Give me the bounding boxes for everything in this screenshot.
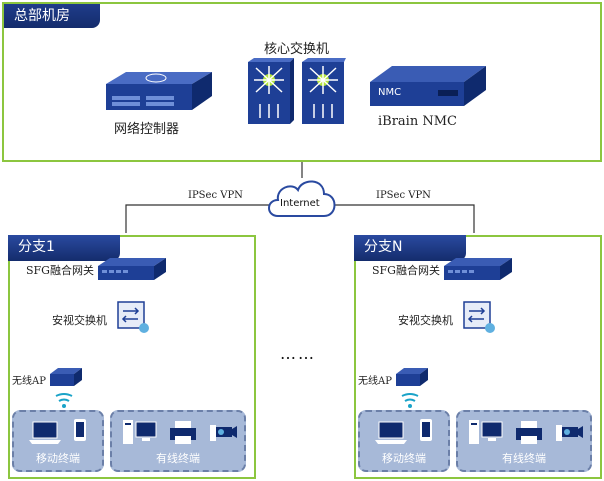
branchN-gateway-icon [444,258,512,280]
branchN-gateway-label: SFG融合网关 [372,264,440,277]
printer-icon [170,421,196,444]
branchN-mobile-box: 移动终端 [358,410,450,472]
branch1-mobile-label: 移动终端 [36,452,80,465]
core-switch-icon [248,58,346,124]
branchN-ap-icon [396,368,428,408]
phone-icon [74,419,86,441]
link-internet-branchN [334,204,475,233]
hq-title: 总部机房 [4,4,100,28]
branchN-switch-icon [463,301,495,333]
core-switch-label: 核心交换机 [264,42,330,57]
nmc-device-text: NMC [378,87,402,98]
branchN-ap-label: 无线AP [358,376,392,387]
branchN-wired-label: 有线终端 [502,452,546,465]
network-controller-icon [106,72,212,110]
branch1-title: 分支1 [8,235,120,261]
nmc-label: iBrain NMC [378,114,457,129]
branch1-ap-label: 无线AP [12,376,46,387]
branchN-mobile-label: 移动终端 [382,452,426,465]
branch1-wired-label: 有线终端 [156,452,200,465]
controller-label: 网络控制器 [114,122,180,137]
branchN-wired-box: 有线终端 [456,410,592,472]
more-branches-ellipsis: …… [280,344,316,363]
branchN-switch-label: 安视交换机 [398,314,453,327]
branch1-ap-icon [50,368,82,408]
phone-icon [420,419,432,441]
link-internet-branch1 [125,204,270,233]
branch1-mobile-box: 移动终端 [12,410,104,472]
branch1-wired-box: 有线终端 [110,410,246,472]
desktop-pc-icon [123,420,157,444]
branch1-gateway-label: SFG融合网关 [26,264,94,277]
nmc-server-icon [370,66,486,106]
vpn-right-label: IPSec VPN [376,190,431,201]
internet-label: Internet [280,198,320,209]
branchN-title: 分支N [354,235,466,261]
laptop-icon [29,421,61,444]
laptop-icon [375,421,407,444]
printer-icon [516,421,542,444]
branch1-switch-label: 安视交换机 [52,314,107,327]
desktop-pc-icon [469,420,503,444]
vpn-left-label: IPSec VPN [188,190,243,201]
camera-icon [556,425,583,441]
camera-icon [210,425,237,441]
branch1-switch-icon [117,301,149,333]
internet-cloud-icon [268,180,336,217]
branch1-gateway-icon [98,258,166,280]
